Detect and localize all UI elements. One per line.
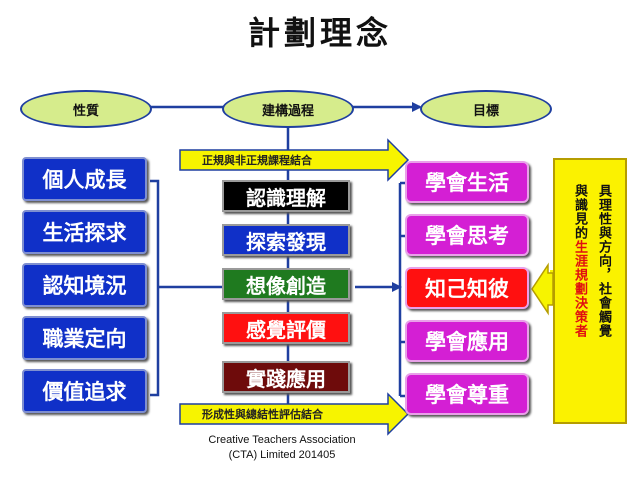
credit-text: Creative Teachers Association (CTA) Limi…: [182, 433, 382, 463]
process-box-2: 探索發現: [222, 224, 350, 256]
header-process-label: 建構過程: [261, 103, 314, 119]
nature-box-5: 價值追求: [22, 369, 147, 413]
process-box-5: 實踐應用: [222, 361, 350, 393]
top-banner: 正規與非正規課程結合: [202, 150, 387, 170]
nature-box-2: 生活探求: [22, 210, 147, 254]
goal-box-3: 知己知彼: [405, 267, 529, 309]
goal-label: 學會生活: [425, 171, 509, 195]
credit-line-2: (CTA) Limited 201405: [228, 449, 336, 461]
nature-box-3: 認知境況: [22, 263, 147, 307]
nature-label: 職業定向: [42, 327, 127, 351]
goal-label: 學會尊重: [425, 383, 509, 407]
nature-box-1: 個人成長: [22, 157, 147, 201]
page-title: 計劃理念: [247, 14, 392, 52]
left-bracket: [150, 179, 160, 397]
process-label: 實踐應用: [246, 366, 326, 391]
bottom-banner: 形成性與總結性評估結合: [202, 404, 387, 424]
top-banner-arrow-shape: [179, 138, 410, 182]
process-label: 想像創造: [246, 273, 326, 298]
goal-box-2: 學會思考: [405, 214, 529, 256]
panel-column-2-black: 與識見的: [572, 184, 587, 240]
credit-line-1: Creative Teachers Association: [208, 434, 356, 446]
top-banner-label: 正規與非正規課程結合: [202, 154, 312, 167]
process-label: 感覺評價: [246, 317, 326, 342]
process-label: 探索發現: [246, 229, 326, 254]
nature-label: 生活探求: [42, 221, 127, 245]
header-oval-goal: 目標: [420, 90, 552, 128]
panel-column-2-red: 生涯規劃決策者: [572, 240, 587, 338]
bottom-banner-label: 形成性與總結性評估結合: [202, 408, 323, 421]
decision-maker-panel: 具理性與方向，社會觸覺 與識見的生涯規劃決策者: [553, 158, 627, 424]
bottom-banner-arrow-shape: [179, 392, 410, 436]
nature-box-4: 職業定向: [22, 316, 147, 360]
goal-box-1: 學會生活: [405, 161, 529, 203]
process-label: 認識理解: [246, 185, 326, 210]
process-box-4: 感覺評價: [222, 312, 350, 344]
goal-label: 知己知彼: [425, 277, 509, 301]
header-goal-label: 目標: [472, 103, 499, 119]
process-box-1: 認識理解: [222, 180, 350, 212]
goal-label: 學會思考: [425, 224, 509, 248]
header-nature-label: 性質: [72, 103, 99, 119]
nature-label: 認知境況: [42, 274, 127, 298]
nature-label: 個人成長: [42, 168, 127, 192]
goal-label: 學會應用: [425, 330, 509, 354]
header-oval-process: 建構過程: [222, 90, 354, 128]
process-box-3: 想像創造: [222, 268, 350, 300]
nature-label: 價值追求: [42, 380, 127, 404]
goal-box-4: 學會應用: [405, 320, 529, 362]
panel-column-2: 與識見的生涯規劃決策者: [571, 184, 587, 338]
header-oval-nature: 性質: [20, 90, 152, 128]
goal-box-5: 學會尊重: [405, 373, 529, 415]
panel-column-1: 具理性與方向，社會觸覺: [596, 184, 611, 338]
